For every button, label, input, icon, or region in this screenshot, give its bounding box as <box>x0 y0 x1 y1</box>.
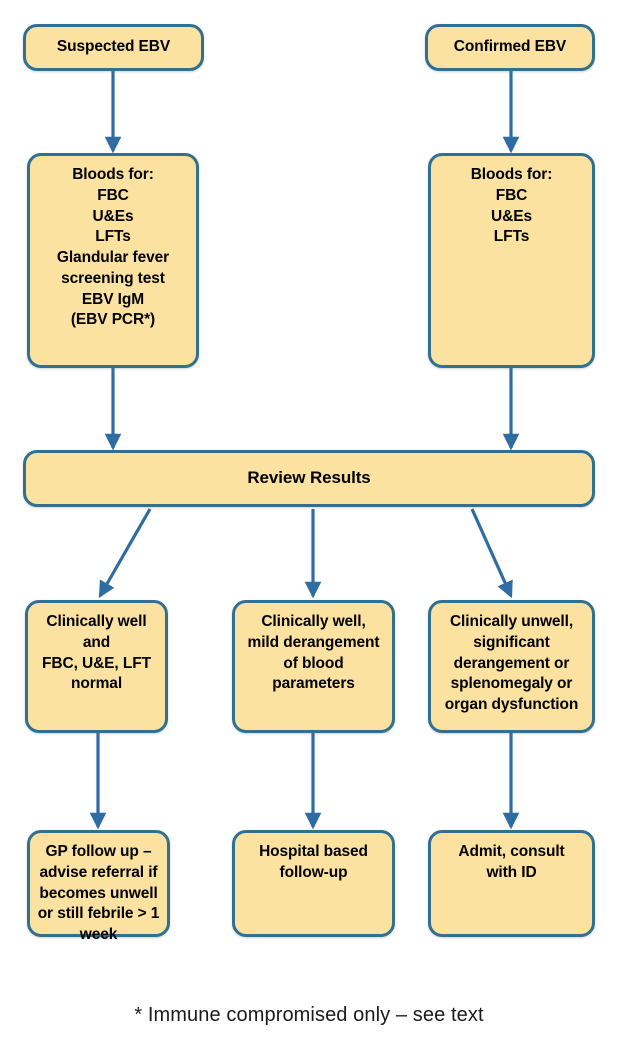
action-admit-consult-id-node-label: Admit, consult with ID <box>458 843 565 881</box>
bloods-confirmed-node[interactable]: Bloods for: FBC U&Es LFTs <box>428 153 595 368</box>
bloods-confirmed-node-label: Bloods for: FBC U&Es LFTs <box>470 166 553 246</box>
action-admit-consult-id-node[interactable]: Admit, consult with ID <box>428 830 595 937</box>
outcome-clinically-well-mild-node-label: Clinically well, mild derangement of blo… <box>247 613 380 693</box>
review-results-node-label: Review Results <box>247 468 371 488</box>
outcome-clinically-unwell-node[interactable]: Clinically unwell, significant derangeme… <box>428 600 595 733</box>
action-gp-follow-up-node-label: GP follow up – advise referral if become… <box>37 843 160 944</box>
confirmed-ebv-node[interactable]: Confirmed EBV <box>425 24 595 71</box>
action-hospital-follow-up-node[interactable]: Hospital based follow-up <box>232 830 395 937</box>
connector-review-to-well-normal <box>98 508 152 599</box>
suspected-ebv-node[interactable]: Suspected EBV <box>23 24 204 71</box>
action-hospital-follow-up-node-label: Hospital based follow-up <box>259 843 368 881</box>
bloods-suspected-node[interactable]: Bloods for: FBC U&Es LFTs Glandular feve… <box>27 153 199 368</box>
outcome-clinically-well-normal-node[interactable]: Clinically well and FBC, U&E, LFT normal <box>25 600 168 733</box>
connector-review-to-unwell <box>470 508 513 599</box>
suspected-ebv-node-label: Suspected EBV <box>56 38 171 56</box>
outcome-clinically-well-mild-node[interactable]: Clinically well, mild derangement of blo… <box>232 600 395 733</box>
bloods-suspected-node-label: Bloods for: FBC U&Es LFTs Glandular feve… <box>56 166 170 329</box>
action-gp-follow-up-node[interactable]: GP follow up – advise referral if become… <box>27 830 170 943</box>
confirmed-ebv-node-label: Confirmed EBV <box>453 38 567 56</box>
outcome-clinically-well-normal-node-label: Clinically well and FBC, U&E, LFT normal <box>42 613 151 693</box>
outcome-clinically-unwell-node-label: Clinically unwell, significant derangeme… <box>444 613 579 714</box>
footnote-text: * Immune compromised only – see text <box>134 1004 484 1026</box>
review-results-node[interactable]: Review Results <box>23 450 595 507</box>
